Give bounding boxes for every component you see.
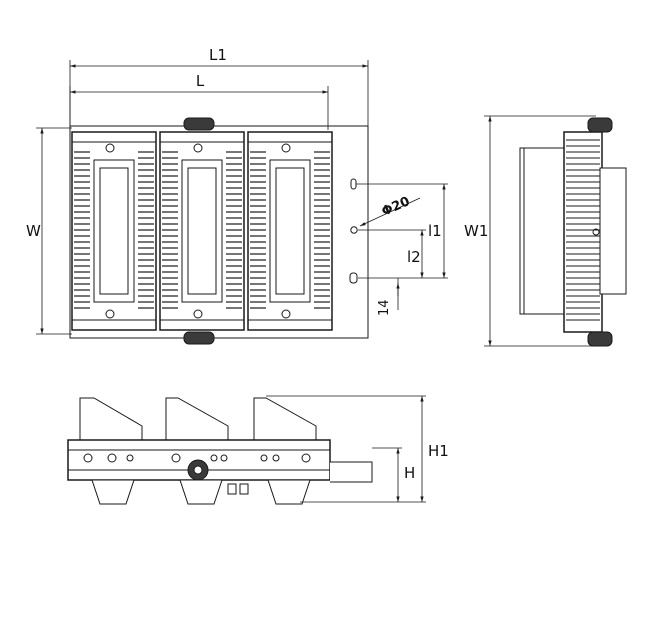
- label-l2: l2: [407, 248, 421, 266]
- label-W: W: [26, 222, 41, 240]
- label-phi20: Φ20: [380, 194, 413, 220]
- label-l1: l1: [428, 222, 442, 240]
- label-H1: H1: [428, 442, 449, 460]
- screws: [105, 143, 291, 319]
- label-14: 14: [377, 299, 392, 316]
- top-view: [69, 117, 369, 345]
- dim-W: [36, 127, 72, 335]
- front-holes: [83, 453, 311, 463]
- dim-W1: [484, 115, 596, 347]
- lamp-module-3: [247, 131, 333, 331]
- dim-H1-H: [266, 395, 426, 503]
- label-W1: W1: [464, 222, 488, 240]
- side-view: [519, 117, 627, 347]
- dim-L1: [69, 60, 369, 126]
- slot-hole-bottom: [349, 272, 358, 284]
- lamp-module-1: [71, 131, 157, 331]
- handle-bottom: [183, 331, 215, 345]
- heat-sink-fins: [74, 151, 330, 309]
- label-H: H: [404, 464, 415, 482]
- handle-top: [183, 117, 215, 131]
- label-L: L: [196, 72, 205, 90]
- front-view: [67, 397, 373, 505]
- dim-holes: [356, 183, 448, 310]
- lamp-module-2: [159, 131, 245, 331]
- side-fins: [566, 139, 600, 321]
- round-hole: [350, 226, 358, 234]
- label-L1: L1: [209, 46, 227, 64]
- dim-L: [69, 86, 329, 130]
